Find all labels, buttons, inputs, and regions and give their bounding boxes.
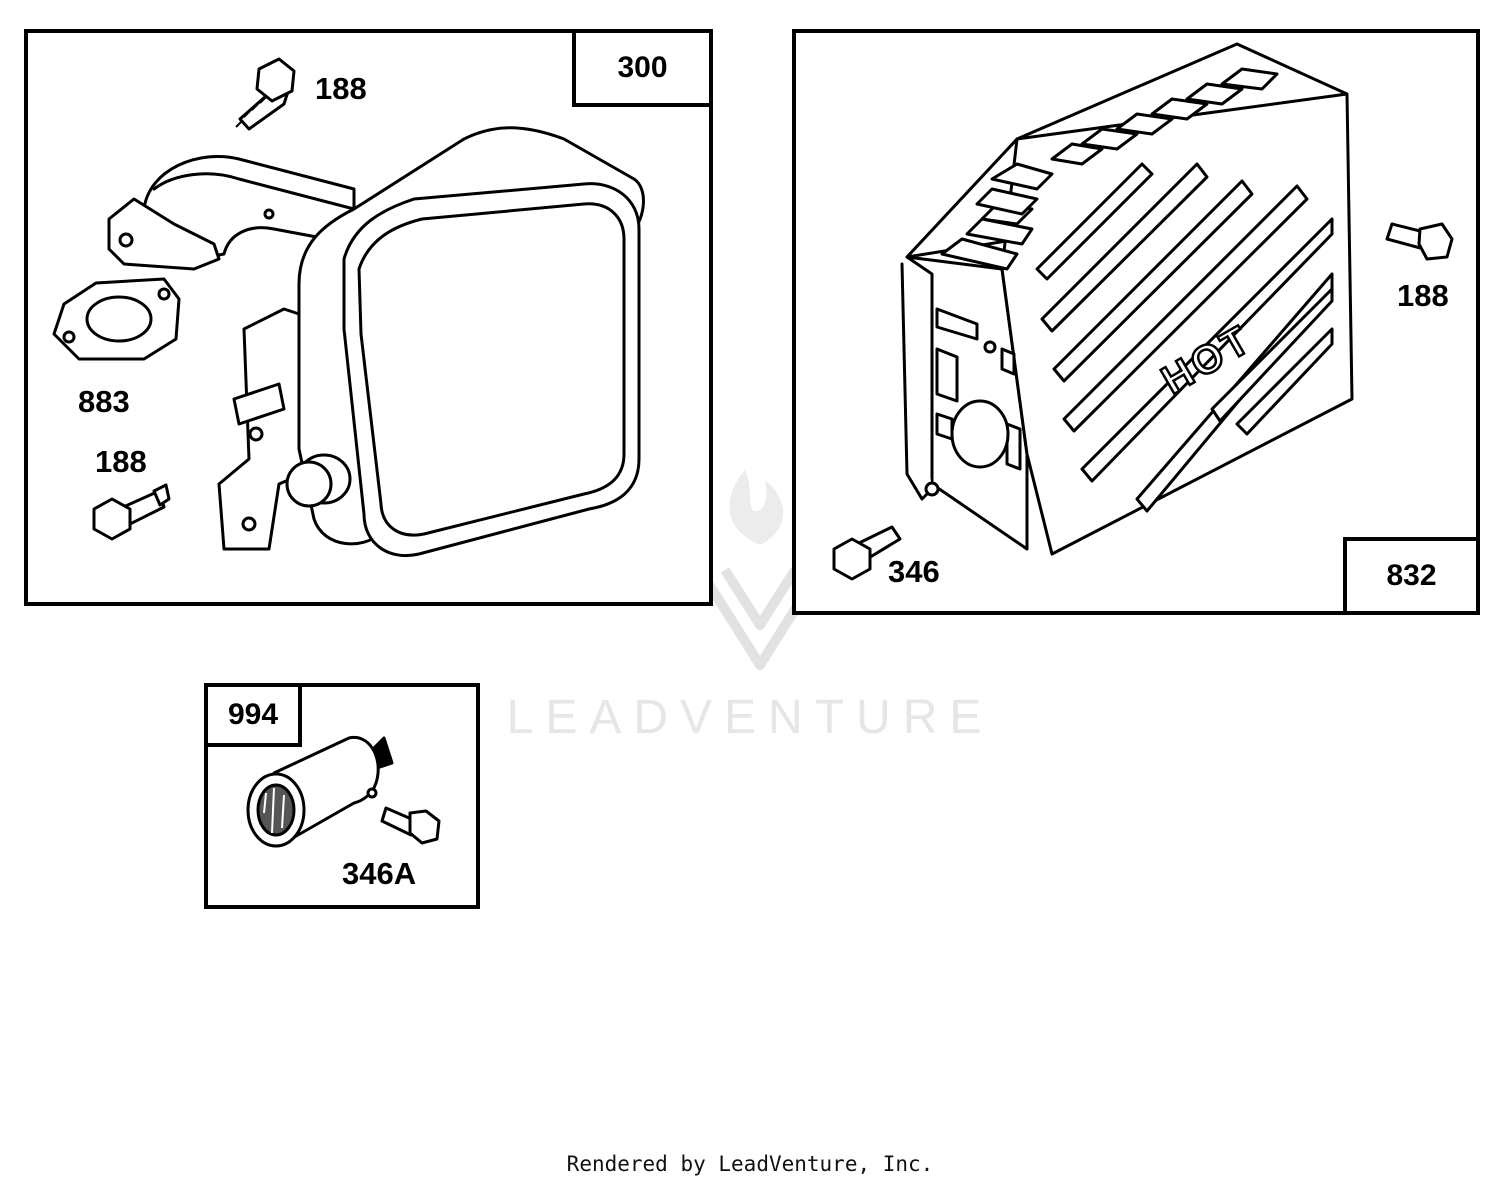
- label-188-left: 188: [95, 444, 147, 479]
- part-tag-832[interactable]: 832: [1343, 537, 1480, 615]
- bolt-icon: [92, 483, 171, 541]
- footer-credit: Rendered by LeadVenture, Inc.: [566, 1152, 934, 1176]
- bolt-icon: [1385, 222, 1454, 261]
- watermark-brand: LEADVENTURE: [507, 691, 994, 744]
- part-tag-300[interactable]: 300: [572, 29, 713, 107]
- muffler-illustration: [52, 57, 645, 557]
- bolt-icon: [380, 806, 441, 845]
- bolt-icon: [235, 57, 296, 131]
- pipe-flange-icon: [107, 197, 221, 271]
- heat-guard-illustration: HOT: [832, 42, 1454, 581]
- label-883: 883: [78, 384, 130, 419]
- bolt-icon: [832, 525, 902, 581]
- vent-slot-icon: [1035, 162, 1334, 513]
- vent-slot-icon: [940, 67, 1279, 271]
- deflector-illustration: [246, 735, 441, 848]
- part-tag-994[interactable]: 994: [204, 683, 302, 747]
- muffler-body-icon: [342, 182, 641, 557]
- label-188-top: 188: [315, 71, 367, 106]
- label-346a: 346A: [342, 856, 417, 891]
- label-188-right: 188: [1397, 278, 1449, 313]
- label-346: 346: [888, 554, 940, 589]
